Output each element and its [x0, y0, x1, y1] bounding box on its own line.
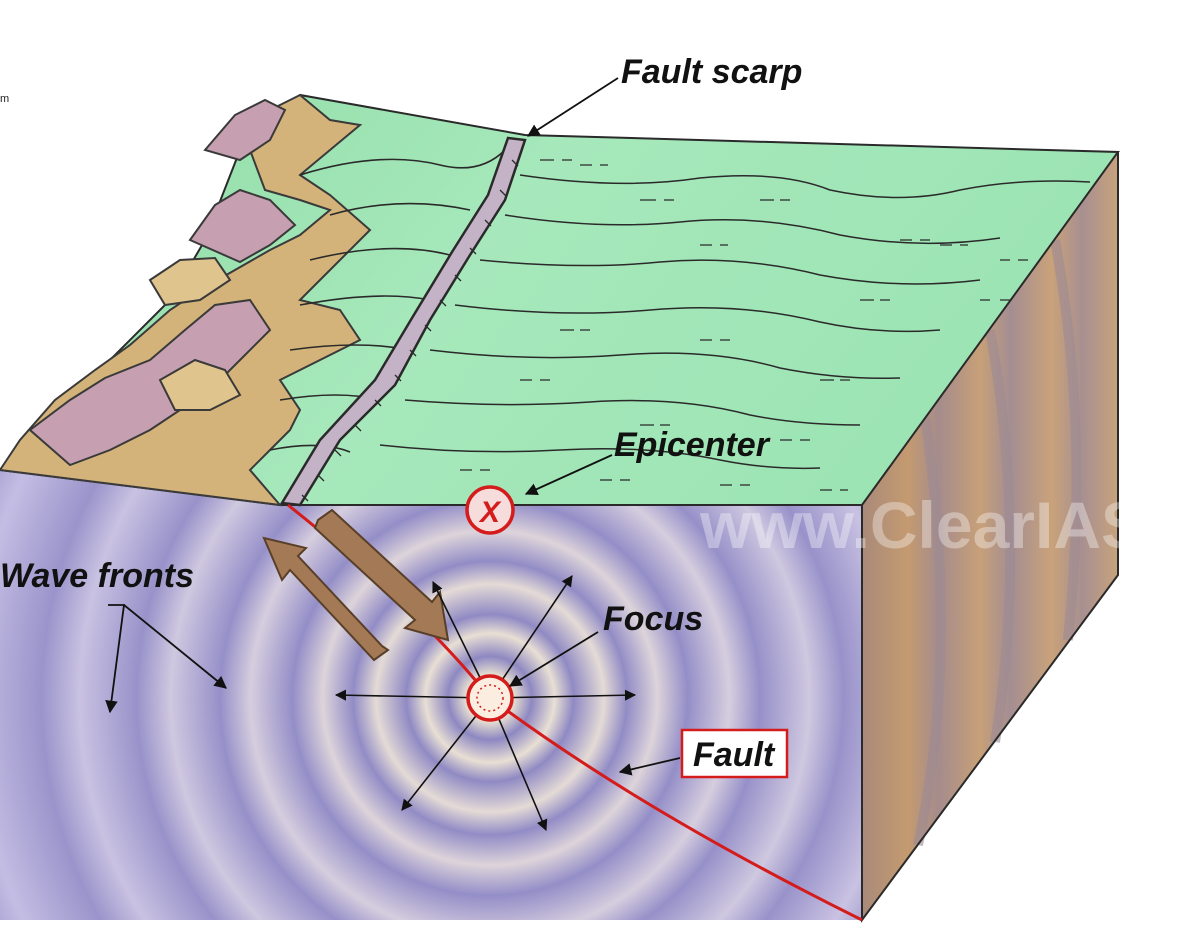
focus-marker	[466, 674, 514, 722]
label-fault: Fault	[693, 736, 776, 774]
ridge-lines	[269, 149, 506, 453]
label-fault-scarp: Fault scarp	[621, 53, 802, 91]
block-side-face	[862, 152, 1118, 920]
watermark: www.ClearIAS.com	[699, 488, 1200, 562]
fault-label-box	[680, 728, 789, 779]
label-leaders	[105, 77, 681, 776]
block-edge	[861, 152, 1119, 924]
block-side-ring	[913, 417, 946, 847]
label-epicenter: Epicenter	[614, 426, 771, 464]
fault-scarp-hatching	[301, 159, 519, 502]
wave-fronts-leader	[123, 604, 227, 689]
epicenter-symbol: X	[478, 496, 502, 529]
surface-contours	[379, 174, 1091, 470]
block-front-face	[0, 470, 862, 920]
fault-leader	[618, 757, 681, 776]
surface-dashes	[460, 159, 1028, 491]
label-wave-fronts: Wave fronts	[0, 557, 194, 595]
fault-scarp-leader	[526, 77, 619, 137]
focus-leader	[508, 631, 599, 687]
epicenter-marker: X	[465, 485, 515, 535]
fault-scarp-band	[279, 136, 527, 507]
block-side-ring	[1050, 239, 1082, 641]
epicenter-leader	[524, 454, 613, 496]
block-side-ring	[985, 329, 1016, 743]
mountain-ridges	[0, 93, 372, 507]
label-focus: Focus	[603, 600, 703, 638]
edge-fragment-text: m	[0, 93, 9, 105]
fault-motion-arrows	[262, 508, 450, 662]
